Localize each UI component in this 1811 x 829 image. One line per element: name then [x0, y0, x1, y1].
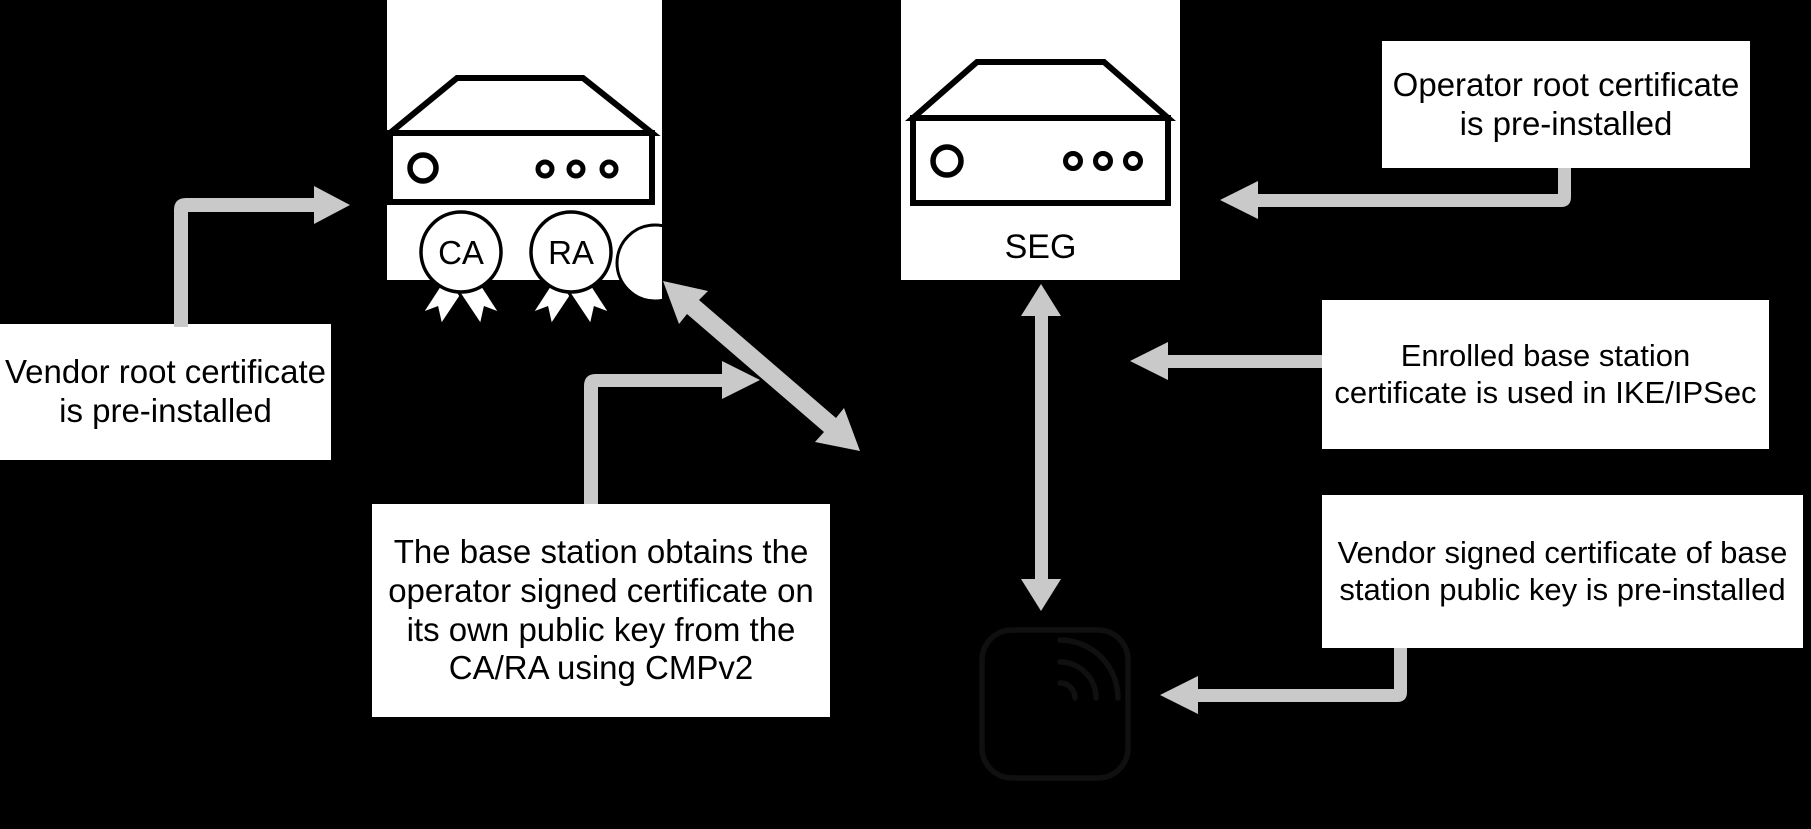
arrow-cara-base-station [663, 281, 860, 451]
arrow-seg-base-station [1021, 284, 1061, 611]
callout-vendor-signed-certificate: Vendor signed certificate of base statio… [1322, 495, 1803, 648]
arrow-enrolled-to-link [1130, 342, 1322, 380]
callout-cmpv2-enrollment: The base station obtains the operator si… [372, 504, 830, 717]
base-station-signal-icon [979, 627, 1131, 781]
ca-ra-node-box [387, 0, 662, 280]
arrow-vendor-signed-to-base-station [1160, 648, 1407, 714]
callout-operator-root-certificate: Operator root certificate is pre-install… [1382, 41, 1750, 168]
arrow-cmpv2-to-link [584, 361, 760, 504]
callout-vendor-root-certificate: Vendor root certificate is pre-installed [0, 324, 331, 460]
arrow-vendor-root-to-cara [174, 186, 350, 327]
arrow-operator-root-to-seg [1220, 168, 1571, 219]
seg-label: SEG [1004, 228, 1077, 266]
callout-enrolled-certificate: Enrolled base station certificate is use… [1322, 300, 1769, 449]
